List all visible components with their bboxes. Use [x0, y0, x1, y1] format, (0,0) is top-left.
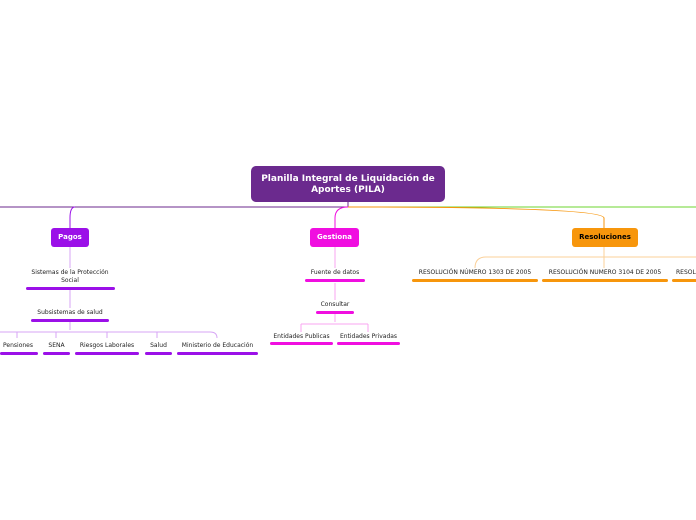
res-partial-node[interactable]: RESOL [676, 269, 696, 277]
publicas-underline [270, 342, 333, 345]
sistemas-underline [26, 287, 115, 290]
resoluciones-node[interactable]: Resoluciones [572, 228, 638, 247]
sistemas-label: Sistemas de la Protección Social [31, 269, 109, 284]
fuente-underline [305, 279, 365, 282]
res3104-node[interactable]: RESOLUCIÓN NUMERO 3104 DE 2005 [542, 269, 668, 277]
fuente-node[interactable]: Fuente de datos [305, 269, 365, 277]
sena-label: SENA [48, 342, 65, 349]
pagos-label: Pagos [58, 233, 82, 241]
salud-underline [145, 352, 172, 355]
sistemas-node[interactable]: Sistemas de la Protección Social [26, 269, 114, 285]
res3104-label: RESOLUCIÓN NUMERO 3104 DE 2005 [548, 269, 662, 276]
root-label: Planilla Integral de Liquidación de Apor… [261, 174, 435, 195]
pagos-node[interactable]: Pagos [51, 228, 89, 247]
subsistemas-label: Subsistemas de salud [37, 309, 103, 316]
res1303-label: RESOLUCIÓN NÚMERO 1303 DE 2005 [418, 269, 532, 276]
pensiones-label: Pensiones [3, 342, 33, 349]
subsistemas-underline [31, 319, 109, 322]
privadas-node[interactable]: Entidades Privadas [337, 333, 400, 341]
ministerio-underline [177, 352, 258, 355]
publicas-node[interactable]: Entidades Publicas [270, 333, 333, 341]
consultar-label: Consultar [320, 301, 350, 308]
ministerio-label: Ministerio de Educación [181, 342, 254, 349]
sena-underline [43, 352, 70, 355]
pensiones-node[interactable]: Pensiones [0, 342, 36, 350]
riesgos-label: Riesgos Laborales [79, 342, 135, 349]
root-node[interactable]: Planilla Integral de Liquidación de Apor… [251, 166, 445, 202]
gestiona-label: Gestiona [317, 233, 352, 241]
consultar-underline [316, 311, 354, 314]
publicas-label: Entidades Publicas [273, 333, 330, 340]
resoluciones-label: Resoluciones [579, 233, 631, 241]
salud-label: Salud [150, 342, 167, 349]
pensiones-underline [0, 352, 38, 355]
riesgos-underline [75, 352, 139, 355]
riesgos-node[interactable]: Riesgos Laborales [75, 342, 139, 350]
sena-node[interactable]: SENA [43, 342, 70, 350]
privadas-underline [337, 342, 400, 345]
res-partial-underline [672, 279, 696, 282]
subsistemas-node[interactable]: Subsistemas de salud [30, 309, 110, 317]
res1303-underline [412, 279, 538, 282]
salud-node[interactable]: Salud [145, 342, 172, 350]
ministerio-node[interactable]: Ministerio de Educación [177, 342, 258, 350]
res-partial-label: RESOL [676, 269, 696, 276]
fuente-label: Fuente de datos [310, 269, 360, 276]
gestiona-node[interactable]: Gestiona [310, 228, 359, 247]
res1303-node[interactable]: RESOLUCIÓN NÚMERO 1303 DE 2005 [412, 269, 538, 277]
consultar-node[interactable]: Consultar [316, 301, 354, 309]
res3104-underline [542, 279, 668, 282]
privadas-label: Entidades Privadas [339, 333, 398, 340]
